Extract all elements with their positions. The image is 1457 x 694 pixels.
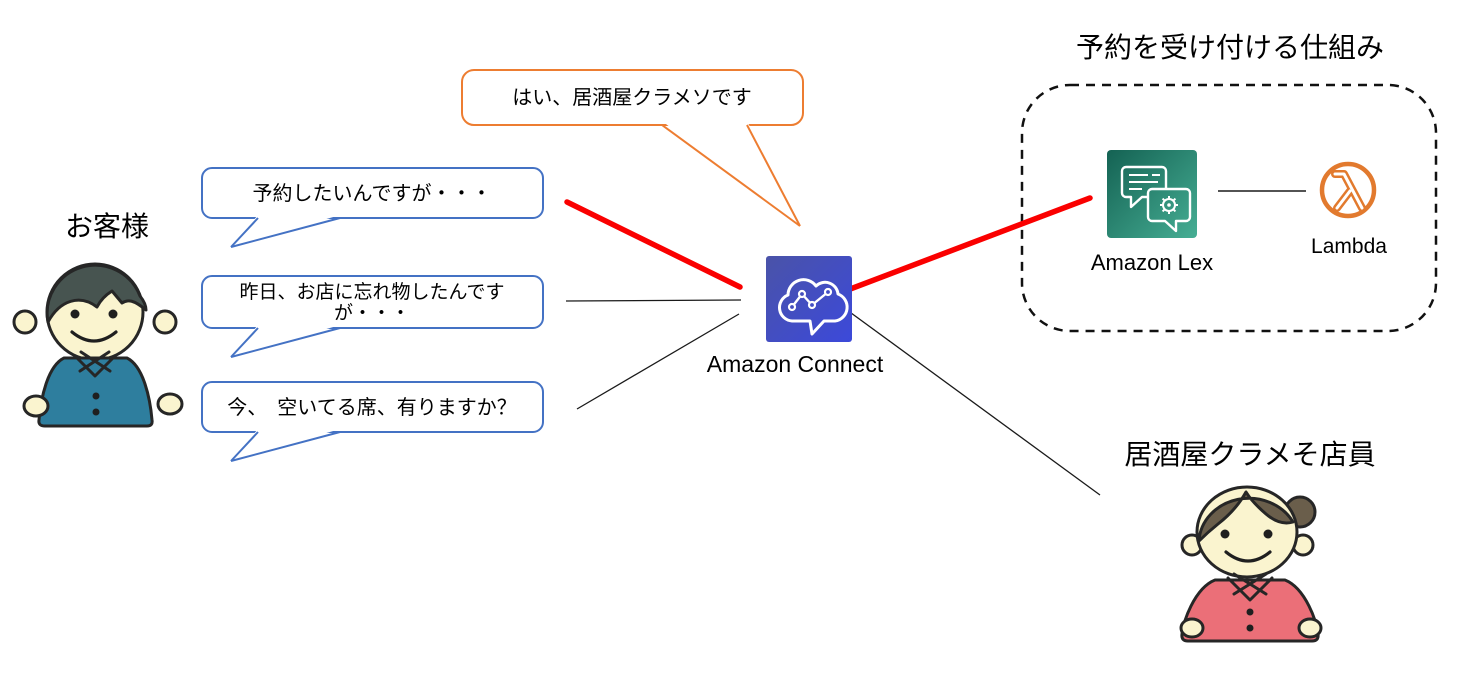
customer-hair [45,263,148,324]
graph-dot-icon [797,289,807,299]
customer-eye-right [108,309,118,319]
gear-icon [1160,196,1178,214]
amazon-connect-label: Amazon Connect [707,351,884,377]
clerk-eye-left [1220,529,1230,539]
graph-dot-icon [823,287,833,297]
customer-smile [70,330,118,343]
amazon-connect-icon [766,256,852,342]
amazon-connect-icon-bg [766,256,852,342]
clerk-label: 居酒屋クラメそ店員 [1124,439,1375,470]
clerk-eye-right [1263,529,1273,539]
customer-hand-left [22,394,50,418]
clerk-avatar [1179,485,1323,643]
reservation-system-box [1020,83,1438,333]
customer-eye-left [70,309,80,319]
speech-bubble-reservation-box [201,167,544,219]
clerk-button [1246,608,1254,616]
amazon-lex-icon [1107,150,1197,238]
speech-bubble-reply-text: はい、居酒屋クラメソです [512,86,751,109]
clerk-collar [1226,576,1274,602]
speech-bubble-lost-item-tail-edge [230,327,341,358]
lambda-icon [1319,161,1377,219]
clerk-smile [1224,550,1272,563]
customer-collar [73,354,117,378]
chat-cloud-icon [778,278,849,336]
amazon-lex-label: Amazon Lex [1091,250,1213,275]
graph-dot-icon [807,300,817,310]
speech-bubble-reply: はい、居酒屋クラメソです [461,69,804,227]
speech-bubble-reply-box [461,69,804,126]
speech-bubble-reservation-text: 予約したいんですが・・・ [253,182,492,205]
customer-ear-left [12,309,38,335]
speech-bubble-seat-question-box [201,381,544,433]
speech-bubble-reservation-tail-edge [230,217,341,248]
speech-bubble-reply-tail-edge [746,124,801,227]
speech-bubble-seat-question-tail-edge [230,431,259,462]
customer-collar-cross [78,350,112,373]
clerk-hand-left [1179,617,1205,639]
speech-bubble-reservation: 予約したいんですが・・・ [201,167,544,248]
customer-shirt [37,356,154,428]
speech-bubble-seat-question-text: 今、 空いてる席、有りますか？ [227,396,516,419]
lambda-glyph-icon [1331,170,1366,212]
line-connect-to-lex [842,195,1093,294]
graph-line-icon [791,291,829,308]
line-connect-to-clerk [846,309,1101,496]
customer-ear-right [152,309,178,335]
speech-bubble-reservation-tail-edge [230,217,259,248]
speech-bubble-lost-item: 昨日、お店に忘れ物したんです が・・・ [201,275,544,358]
speech-bubble-seat-question-tail-edge [230,431,341,462]
customer-button [92,392,100,400]
line-lost-item-to-connect [565,299,742,302]
speech-bubble-lost-item-box [201,275,544,329]
clerk-face [1195,485,1299,579]
speech-bubble-lost-item-text-line1: 昨日、お店に忘れ物したんです [239,281,504,303]
customer-avatar [12,262,184,428]
speech-bubble-seat-question: 今、 空いてる席、有りますか？ [201,381,544,462]
customer-button [92,408,100,416]
clerk-collar-cross [1232,572,1268,596]
clerk-hand-right [1297,617,1323,639]
speech-bubble-reply-tail-edge [661,124,801,227]
clerk-hair [1197,490,1295,543]
reservation-system-title: 予約を受け付ける仕組み [1076,32,1384,63]
clerk-button [1246,624,1254,632]
line-reservation-to-connect [564,199,743,290]
customer-hand-right [156,392,184,416]
lambda-label: Lambda [1311,235,1387,258]
customer-label: お客様 [65,211,149,242]
speech-bubble-lost-item-text-line2: が・・・ [334,302,410,324]
line-seat-to-connect [576,313,740,410]
graph-dot-icon [787,302,797,312]
speech-bubble-lost-item-tail-edge [230,327,259,358]
